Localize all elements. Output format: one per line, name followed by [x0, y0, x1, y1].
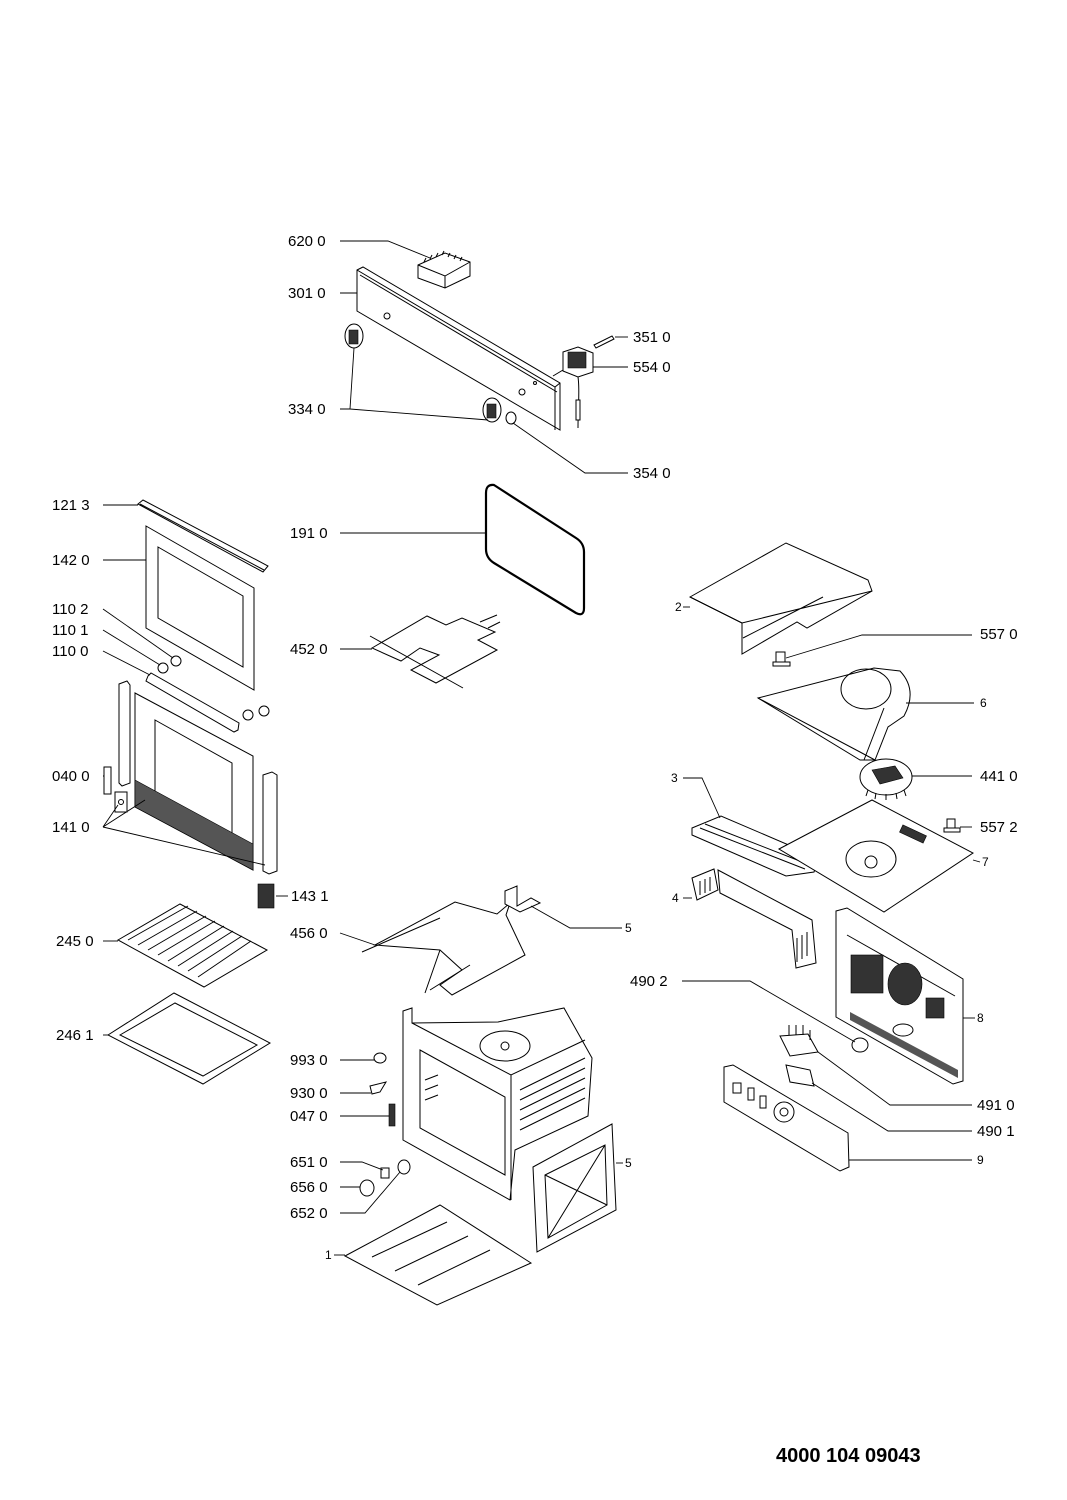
part-rear-panel-8[interactable] — [835, 907, 964, 1085]
part-bottom-panel-1[interactable] — [343, 1204, 533, 1306]
part-wire-shelf-245-0[interactable] — [116, 903, 269, 988]
part-lamp-cover-993-0[interactable] — [373, 1052, 387, 1064]
part-element-bracket-5[interactable] — [504, 885, 542, 913]
label-456-0[interactable]: 456 0 — [290, 925, 328, 942]
part-cable-clamp-490-1[interactable] — [785, 1064, 815, 1087]
label-047-0[interactable]: 047 0 — [290, 1108, 328, 1125]
document-number: 4000 104 09043 — [776, 1445, 921, 1467]
label-2[interactable]: 2 — [675, 600, 682, 614]
label-9[interactable]: 9 — [977, 1153, 984, 1167]
label-452-0[interactable]: 452 0 — [290, 641, 328, 658]
part-side-bracket-4[interactable] — [691, 868, 817, 969]
part-rear-cover-9[interactable] — [723, 1064, 850, 1172]
part-fan-housing-6[interactable] — [756, 667, 911, 761]
part-lamp-glass-656-0[interactable] — [359, 1179, 375, 1197]
label-142-0[interactable]: 142 0 — [52, 552, 90, 569]
part-thermostat-554-0[interactable] — [552, 346, 594, 429]
label-7[interactable]: 7 — [982, 855, 989, 869]
part-lower-element-452-0[interactable] — [369, 614, 501, 689]
label-5-side[interactable]: 5 — [625, 1156, 632, 1170]
label-141-0[interactable]: 141 0 — [52, 819, 90, 836]
label-354-0[interactable]: 354 0 — [633, 465, 671, 482]
part-fan-motor-441-0[interactable] — [859, 758, 913, 800]
label-4[interactable]: 4 — [672, 891, 679, 905]
label-651-0[interactable]: 651 0 — [290, 1154, 328, 1171]
part-side-panel-5[interactable] — [532, 1123, 617, 1253]
label-656-0[interactable]: 656 0 — [290, 1179, 328, 1196]
label-652-0[interactable]: 652 0 — [290, 1205, 328, 1222]
label-040-0[interactable]: 040 0 — [52, 768, 90, 785]
part-control-panel-301-0[interactable] — [356, 266, 561, 431]
label-491-0[interactable]: 491 0 — [977, 1097, 1015, 1114]
label-245-0[interactable]: 245 0 — [56, 933, 94, 950]
label-993-0[interactable]: 993 0 — [290, 1052, 328, 1069]
part-cable-clamp-490-2[interactable] — [851, 1037, 869, 1053]
label-143-1[interactable]: 143 1 — [291, 888, 329, 905]
part-terminal-block-491-0[interactable] — [779, 1025, 819, 1057]
label-490-2[interactable]: 490 2 — [630, 973, 668, 990]
part-selector-switch-620-0[interactable] — [417, 250, 471, 289]
part-indicator-lamp-354-0[interactable] — [505, 411, 517, 425]
part-baking-tray-246-1[interactable] — [106, 992, 272, 1085]
label-334-0[interactable]: 334 0 — [288, 401, 326, 418]
part-door-top-profile-121-3[interactable] — [137, 499, 269, 573]
part-door-catch-047-0[interactable] — [388, 1103, 396, 1127]
label-3[interactable]: 3 — [671, 771, 678, 785]
part-fan-plate-7[interactable] — [777, 799, 974, 913]
part-door-seal-191-0[interactable] — [484, 483, 586, 616]
part-cooling-duct-3[interactable] — [691, 815, 820, 877]
label-6[interactable]: 6 — [980, 696, 987, 710]
part-inner-door-glass-142-0[interactable] — [145, 525, 255, 691]
label-557-2[interactable]: 557 2 — [980, 819, 1018, 836]
label-301-0[interactable]: 301 0 — [288, 285, 326, 302]
label-620-0[interactable]: 620 0 — [288, 233, 326, 250]
label-490-1[interactable]: 490 1 — [977, 1123, 1015, 1140]
label-246-1[interactable]: 246 1 — [56, 1027, 94, 1044]
label-554-0[interactable]: 554 0 — [633, 359, 671, 376]
part-lamp-holder-652-0[interactable] — [397, 1159, 411, 1175]
part-oven-cavity[interactable] — [402, 1007, 593, 1201]
part-thermostat-bulb-351-0[interactable] — [593, 335, 615, 349]
part-hinge-bracket[interactable] — [114, 791, 128, 813]
label-110-2[interactable]: 110 2 — [52, 601, 89, 618]
part-safety-thermostat-557-2[interactable] — [943, 818, 961, 833]
part-safety-thermostat-557-0[interactable] — [772, 651, 791, 667]
part-hinge-receiver-143-1[interactable] — [257, 883, 275, 909]
part-outer-door-141-0[interactable] — [118, 680, 278, 875]
label-110-1[interactable]: 110 1 — [52, 622, 89, 639]
label-557-0[interactable]: 557 0 — [980, 626, 1018, 643]
label-5-bracket[interactable]: 5 — [625, 921, 632, 935]
part-clip-930-0[interactable] — [369, 1081, 388, 1095]
part-door-hinge-040-0[interactable] — [103, 766, 112, 795]
label-191-0[interactable]: 191 0 — [290, 525, 328, 542]
part-top-cover-2[interactable] — [688, 542, 873, 655]
label-930-0[interactable]: 930 0 — [290, 1085, 328, 1102]
label-1[interactable]: 1 — [325, 1248, 332, 1262]
leader-lines — [102, 240, 981, 1256]
label-8[interactable]: 8 — [977, 1011, 984, 1025]
label-121-3[interactable]: 121 3 — [52, 497, 90, 514]
label-110-0[interactable]: 110 0 — [52, 643, 89, 660]
part-handle-110[interactable] — [145, 655, 270, 733]
part-lamp-651-0[interactable] — [380, 1167, 390, 1179]
part-grill-element-456-0[interactable] — [361, 901, 526, 996]
label-351-0[interactable]: 351 0 — [633, 329, 671, 346]
label-441-0[interactable]: 441 0 — [980, 768, 1018, 785]
